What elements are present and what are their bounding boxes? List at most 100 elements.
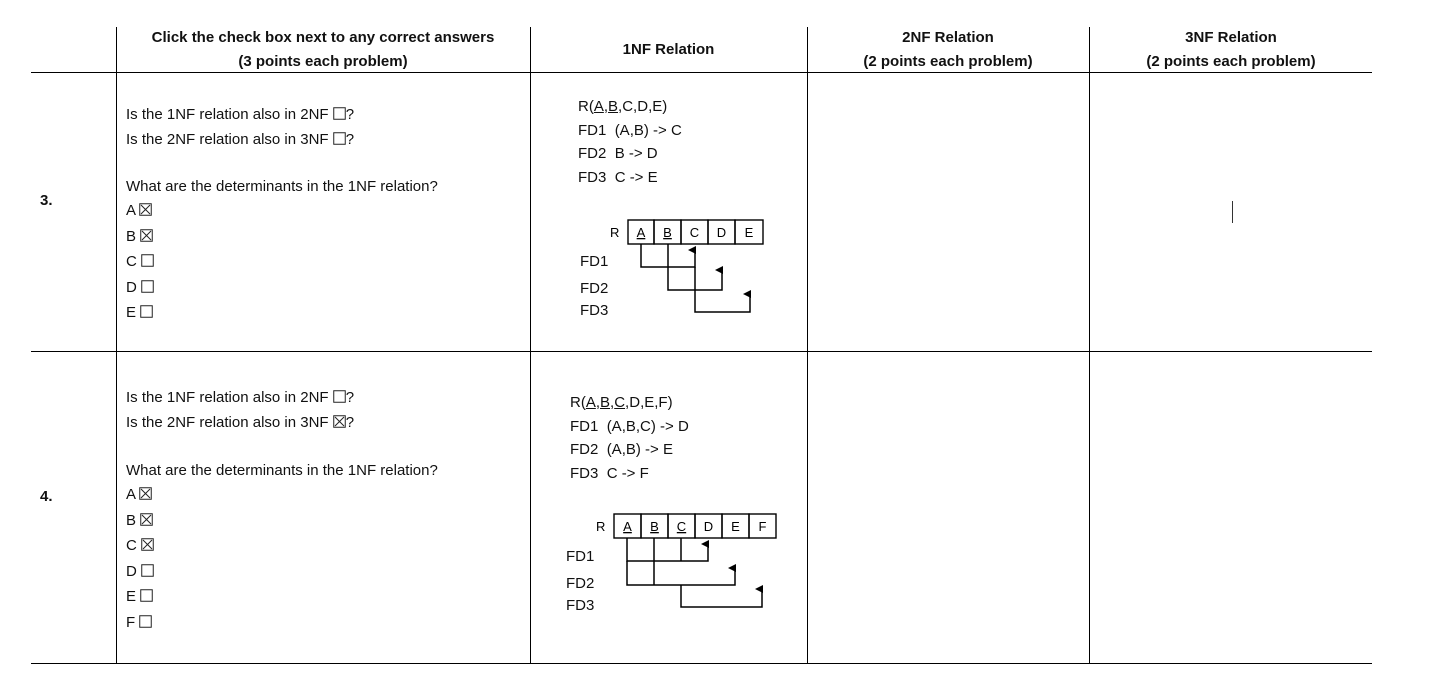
checkbox-3nf[interactable] [333,412,346,437]
attr-label-b: B [650,519,659,534]
dependency-diagram: R A B C D E F [596,513,777,608]
question-mark: ? [345,131,355,148]
checkbox-option-f[interactable] [139,612,153,637]
relation-definition: R(A,B,C,D,E,F) [570,394,673,411]
attr-label-d: D [717,225,726,240]
column-divider-4 [1089,27,1090,664]
question-mark: ? [345,106,355,123]
question-3nf: Is the 2NF relation also in 3NF ? [126,411,354,437]
checkbox-option-e[interactable] [140,586,153,611]
question-2nf-text: Is the 1NF relation also in 2NF [126,389,329,406]
determinants-question: What are the determinants in the 1NF rel… [126,462,438,479]
option-label: C [126,253,137,270]
question-3nf: Is the 2NF relation also in 3NF ? [126,128,354,154]
checkbox-option-b[interactable] [140,510,153,535]
key-attribute: B [600,394,611,411]
answer-3nf-area[interactable] [1090,352,1372,663]
option-c: C [126,534,154,560]
option-c: C [126,250,154,276]
attr-box-f [748,513,777,539]
diagram-fd3-label: FD3 [580,302,609,319]
fd2-text: FD2 B -> D [578,142,682,166]
attr-label-a: A [637,225,646,240]
relation-name-label: R [610,225,619,240]
checkbox-option-e[interactable] [140,302,153,327]
text-cursor [1232,201,1233,223]
checkbox-option-a[interactable] [139,484,153,509]
fd-body: C -> E [614,168,658,186]
checkbox-2nf[interactable] [333,104,346,129]
key-attribute: A [593,98,604,115]
attribute-boxes: A B C D E [627,219,764,245]
problem-number: 3. [40,192,53,209]
header-3nf-line1: 3NF Relation [1185,29,1277,46]
key-attribute: B [608,98,619,115]
key-attribute: C [614,394,626,411]
option-e: E [126,301,154,327]
relation-definition: R(A,B,C,D,E) [578,98,668,115]
diagram-fd2-label: FD2 [566,575,595,592]
header-bottom-rule [31,72,1372,73]
option-label: B [126,227,137,245]
option-label: A [126,486,136,503]
attr-box-e [734,219,764,245]
answer-2nf-area[interactable] [808,73,1089,351]
relation-schema: R(A,B,C,D,E,F) FD1 (A,B,C) -> D FD2 (A,B… [570,391,689,485]
key-attribute: A [585,394,596,411]
option-d: D [126,560,154,586]
answer-3nf-area[interactable] [1090,73,1372,351]
fd-body: (A,B) -> C [614,121,682,139]
attr-label-b: B [663,225,672,240]
question-2nf: Is the 1NF relation also in 2NF ? [126,103,354,129]
option-label: F [126,613,136,631]
option-a: A [126,483,154,509]
header-2nf-line1: 2NF Relation [902,29,994,46]
attr-label-d: D [704,519,713,534]
checkbox-option-c[interactable] [141,535,154,560]
diagram-fd3-label: FD3 [566,597,595,614]
checkbox-option-b[interactable] [140,226,153,251]
row3-bottom-rule [31,351,1372,352]
attr-label-c: C [677,519,686,534]
fd3-text: FD3 C -> E [578,166,682,190]
question-2nf: Is the 1NF relation also in 2NF ? [126,386,354,412]
diagram-fd1-label: FD1 [566,548,595,565]
option-label: B [126,511,137,529]
fd-body: C -> F [606,464,649,482]
fd-label: FD3 [570,464,599,482]
option-a: A [126,199,154,225]
fd2-text: FD2 (A,B) -> E [570,438,689,462]
header-3nf: 3NF Relation (2 points each problem) [1089,26,1373,74]
attribute-boxes: A B C D E F [613,513,777,539]
fd-label: FD1 [570,417,599,435]
fd3-arrow [694,267,751,313]
checkbox-option-a[interactable] [139,200,153,225]
option-label: E [126,304,137,321]
diagram-fd1-label: FD1 [580,253,609,270]
fd3-text: FD3 C -> F [570,462,689,486]
checkbox-option-d[interactable] [141,561,154,586]
checkbox-option-d[interactable] [141,277,154,302]
column-divider-3 [807,27,808,664]
fd-body: B -> D [614,145,658,162]
fd-body: (A,B) -> E [606,441,673,458]
checkbox-2nf[interactable] [333,387,346,412]
header-1nf-label: 1NF Relation [622,41,715,58]
checkbox-3nf[interactable] [333,129,346,154]
diagram-fd-labels: FD1 FD2 FD3 [580,249,608,323]
option-label: A [126,202,136,219]
checkbox-option-c[interactable] [141,251,154,276]
option-f: F [126,611,154,637]
problem-number: 4. [40,488,53,505]
option-b: B [126,225,154,251]
header-instructions-line1: Click the check box next to any correct … [151,29,495,46]
option-label: D [126,562,137,580]
option-label: C [126,537,137,554]
fd-label: FD2 [578,145,607,162]
question-mark: ? [345,414,355,431]
determinant-options: A B C D E [126,199,154,327]
answer-2nf-area[interactable] [808,352,1089,663]
header-instructions-line2: (3 points each problem) [238,53,408,70]
determinants-question: What are the determinants in the 1NF rel… [126,178,438,195]
option-label: E [126,588,137,605]
